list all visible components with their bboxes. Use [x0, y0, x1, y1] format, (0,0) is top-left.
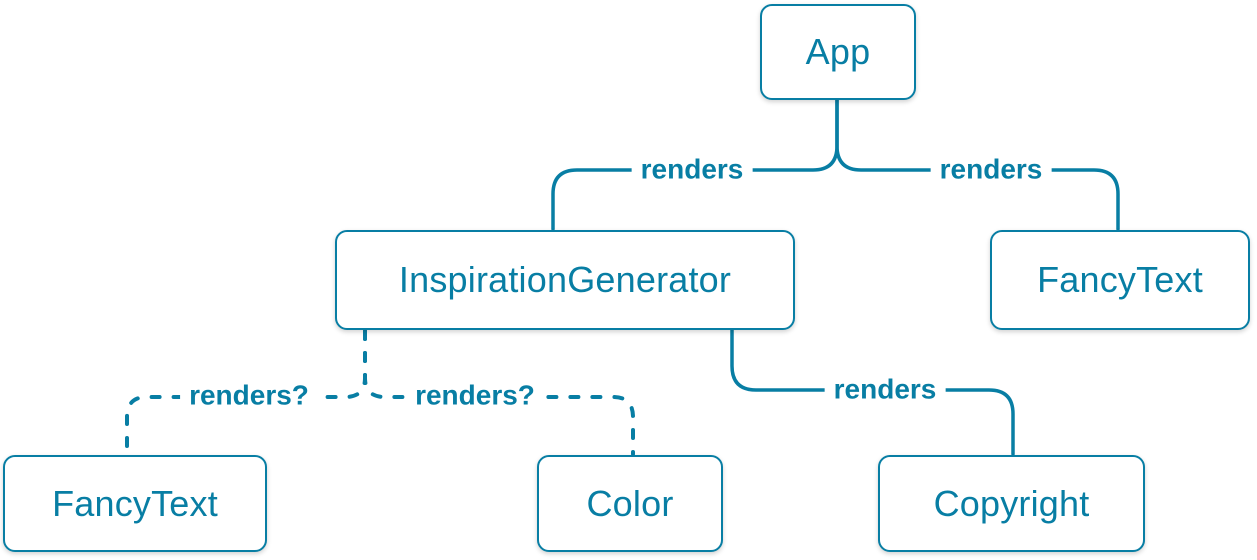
edge-label-renders-question-right: renders? [406, 380, 544, 412]
edge-inspirationgenerator-to-color-dashed [363, 329, 635, 456]
edge-label-renders-left: renders [631, 154, 753, 186]
node-app: App [760, 4, 916, 100]
edge-label-renders-question-left: renders? [180, 380, 318, 412]
edge-label-renders-right: renders [930, 154, 1052, 186]
node-fancy-text-top: FancyText [990, 230, 1250, 330]
node-color: Color [537, 455, 723, 552]
node-fancy-text-bottom: FancyText [3, 455, 267, 552]
node-inspiration-generator: InspirationGenerator [335, 230, 795, 330]
node-copyright: Copyright [878, 455, 1145, 552]
edge-label-renders-copyright: renders [824, 374, 946, 406]
